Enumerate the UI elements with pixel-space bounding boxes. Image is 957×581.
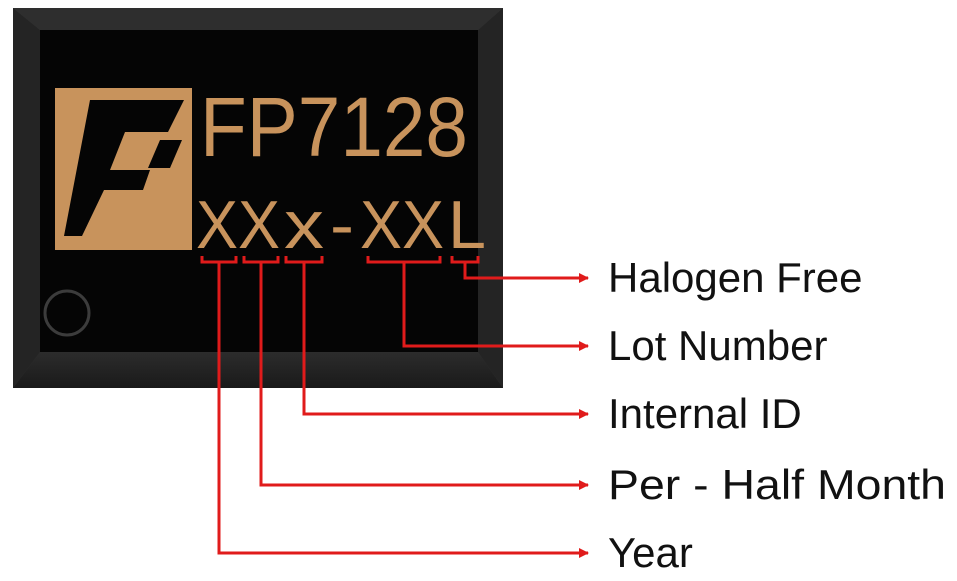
label-lot-number: Lot Number bbox=[608, 322, 827, 369]
logo-glyph bbox=[64, 100, 184, 236]
callout-lines bbox=[217, 262, 589, 558]
date-code-dash: - bbox=[330, 187, 354, 263]
date-code-lot: XX bbox=[360, 187, 444, 263]
chip-left-bevel bbox=[13, 8, 40, 388]
callout-lot bbox=[402, 262, 589, 351]
chip-right-bevel bbox=[478, 8, 503, 388]
callout-halogen bbox=[463, 262, 589, 283]
callout-half-month bbox=[259, 262, 589, 490]
date-code: XX x - XX L bbox=[196, 187, 486, 263]
date-code-year: XX bbox=[196, 187, 280, 263]
manufacturer-logo bbox=[55, 88, 192, 250]
label-halogen-free: Halogen Free bbox=[608, 254, 862, 301]
chip-top-bevel bbox=[13, 8, 503, 30]
label-year: Year bbox=[608, 529, 693, 576]
logo-glyph-notch bbox=[148, 140, 182, 168]
callout-internal bbox=[302, 262, 589, 419]
label-per-half-month: Per - Half Month bbox=[608, 461, 946, 508]
callout-year bbox=[217, 262, 589, 558]
label-internal-id: Internal ID bbox=[608, 390, 802, 437]
chip-bottom-bevel bbox=[13, 352, 503, 388]
date-code-halogen: L bbox=[448, 187, 486, 263]
date-code-internal-id: x bbox=[284, 187, 324, 263]
callout-labels: Halogen Free Lot Number Internal ID Per … bbox=[608, 254, 946, 576]
part-number: FP7128 bbox=[200, 80, 468, 174]
pin1-indicator bbox=[43, 289, 91, 337]
